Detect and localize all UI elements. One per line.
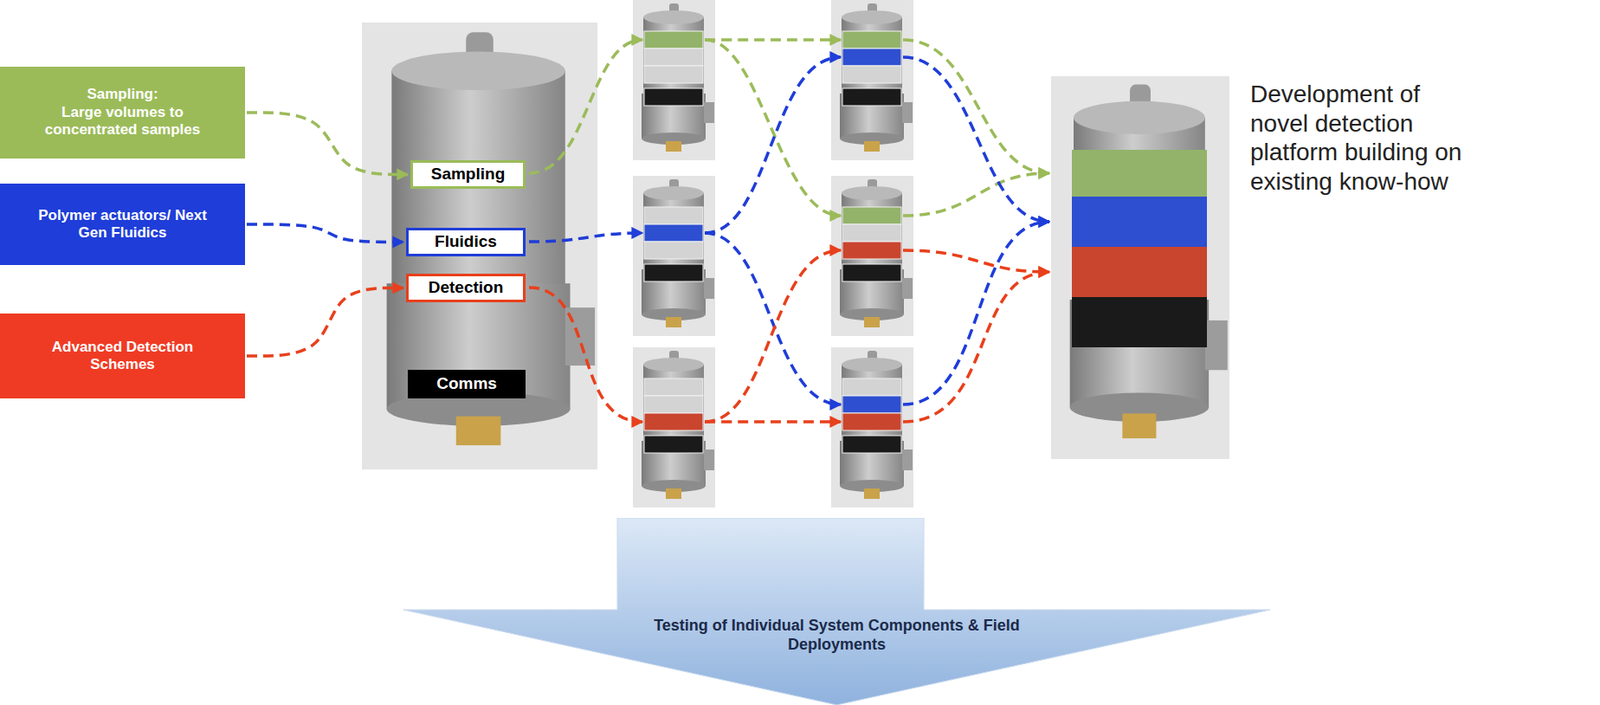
input-box: Advanced Detection Schemes — [0, 313, 246, 399]
flow-line — [529, 287, 643, 422]
fluidics-flow — [529, 57, 1050, 405]
cylinder — [632, 175, 716, 336]
band — [644, 206, 704, 225]
band — [644, 395, 704, 413]
band — [842, 48, 902, 66]
box-text: Sampling: — [86, 85, 158, 104]
band — [842, 88, 902, 106]
flow-line — [704, 419, 841, 424]
band — [842, 65, 902, 84]
band — [842, 206, 902, 225]
flow-line — [704, 232, 841, 405]
band — [1071, 296, 1207, 348]
flow-line — [704, 38, 841, 42]
side-note: Development of novel detection platform … — [1250, 79, 1476, 196]
cylinder — [632, 0, 716, 161]
band — [644, 412, 704, 431]
band — [842, 435, 902, 453]
cylinder — [632, 347, 716, 508]
flow-line — [903, 221, 1050, 405]
box-text: Advanced Detection Schemes — [35, 338, 210, 375]
box-text: Detection — [428, 277, 504, 298]
band — [842, 31, 902, 49]
input-box: Polymer actuators/ Next Gen Fluidics — [0, 183, 246, 265]
band — [842, 395, 902, 413]
flow-line — [704, 57, 841, 233]
arrow-body — [403, 517, 1271, 705]
detection-flow — [529, 250, 1050, 422]
band — [644, 88, 704, 106]
box-text: Fluidics — [434, 232, 497, 252]
flow-line — [903, 271, 1050, 422]
band — [644, 48, 704, 66]
module-label: Fluidics — [406, 227, 526, 257]
small-cylinders — [632, 0, 914, 508]
box-text: Sampling — [431, 164, 506, 185]
arrow-text: Testing of Individual System Components … — [651, 616, 1024, 654]
module-label: Comms — [407, 369, 526, 399]
flow-line — [529, 39, 643, 174]
flow-line — [903, 173, 1050, 216]
main-cylinder — [361, 22, 598, 470]
box-text: Large volumes to concentrated samples — [18, 103, 227, 140]
band — [842, 224, 902, 242]
cylinder — [831, 175, 914, 336]
flow-line — [704, 39, 841, 216]
band — [644, 435, 704, 453]
cylinder — [831, 0, 914, 161]
band — [1071, 196, 1207, 247]
cylinder — [831, 347, 914, 508]
flow-line — [903, 250, 1050, 272]
block-arrow-shape — [403, 517, 1271, 705]
flow-line — [529, 232, 643, 242]
band — [644, 31, 704, 49]
band — [644, 224, 704, 242]
dashed-arrow — [246, 287, 404, 356]
flow-lines — [529, 39, 1050, 422]
module-label: Sampling — [410, 160, 526, 189]
dashed-arrow — [246, 112, 408, 175]
band — [842, 264, 902, 282]
dashed-arrow — [246, 224, 404, 242]
band — [644, 378, 704, 396]
box-text: Polymer actuators/ Next Gen Fluidics — [35, 206, 210, 243]
band — [644, 241, 704, 259]
bands — [644, 31, 902, 453]
band — [842, 241, 902, 259]
final-cylinder — [1051, 76, 1230, 459]
band — [1071, 246, 1207, 297]
band — [644, 264, 704, 282]
input-box: Sampling:Large volumes to concentrated s… — [0, 66, 246, 159]
band — [1071, 149, 1207, 197]
band — [842, 378, 902, 396]
flow-line — [903, 39, 1050, 174]
block-arrow: Testing of Individual System Components … — [403, 517, 1271, 705]
band — [644, 65, 704, 84]
flow-line — [704, 250, 841, 422]
box-text: Comms — [436, 374, 497, 394]
band — [842, 412, 902, 431]
flow-line — [903, 57, 1050, 222]
final-bands — [1071, 149, 1207, 348]
module-label: Detection — [406, 273, 526, 303]
